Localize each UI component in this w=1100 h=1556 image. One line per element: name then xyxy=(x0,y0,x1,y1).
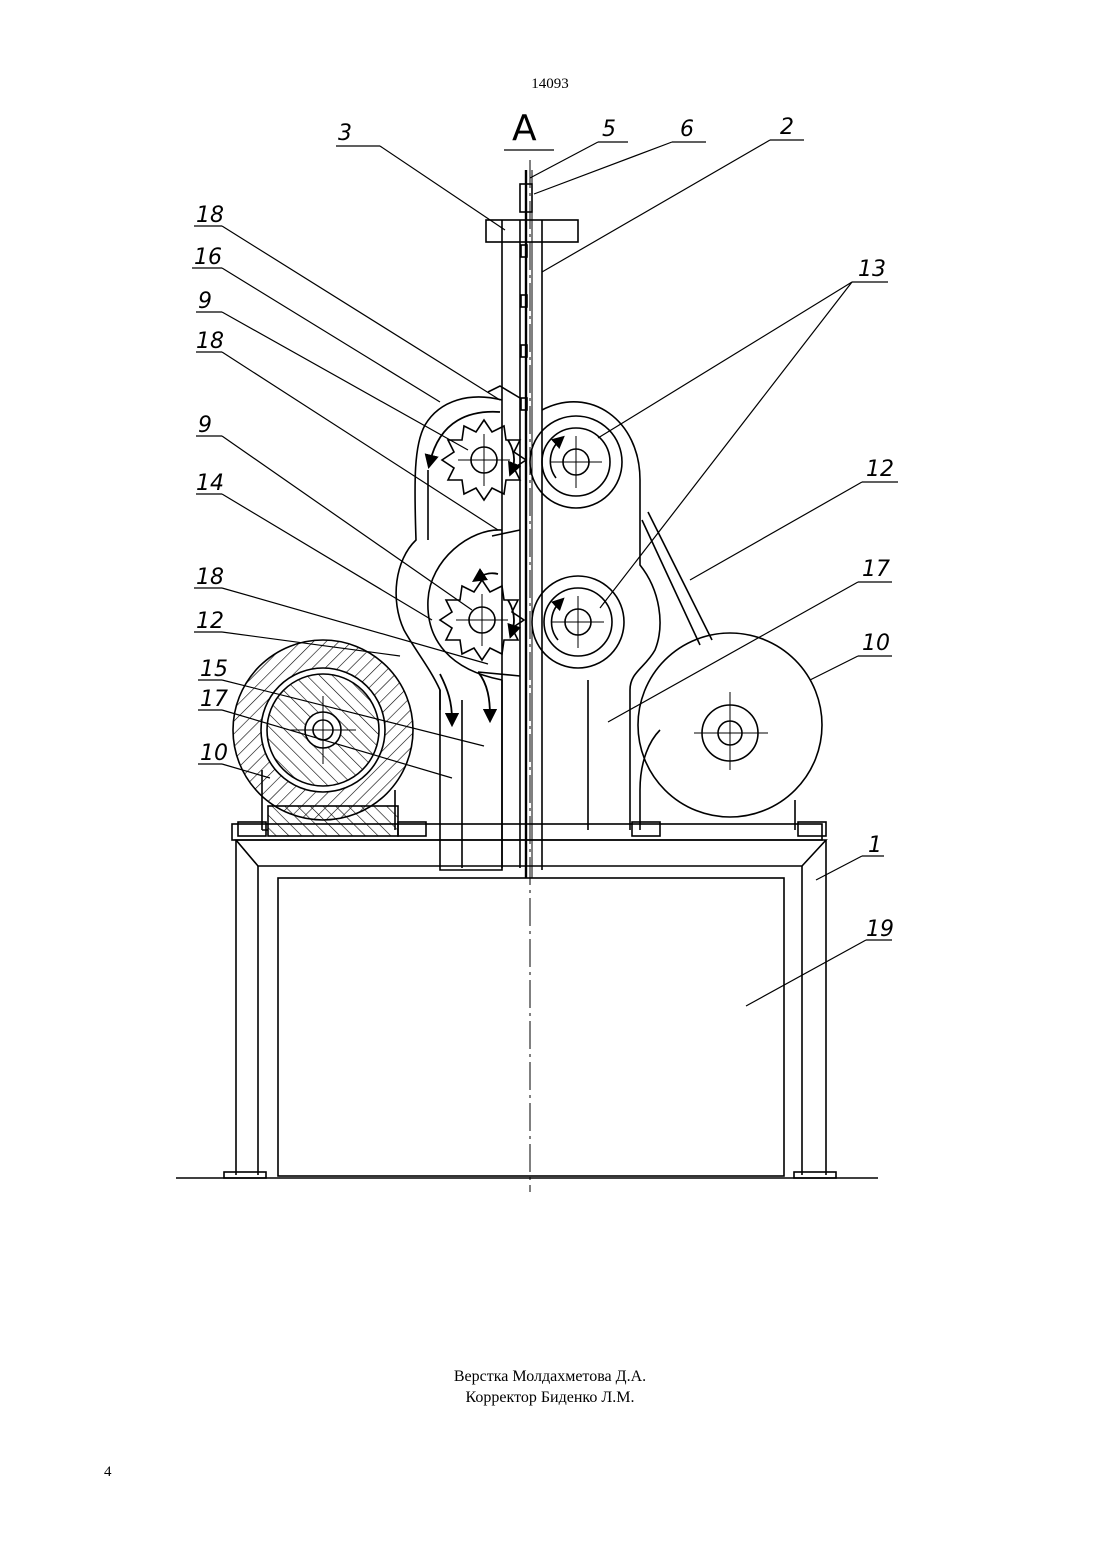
label-14: 14 xyxy=(196,471,224,496)
label-9: 9 xyxy=(198,289,212,314)
label-18: 18 xyxy=(196,329,224,354)
feed-roller-upper xyxy=(530,416,622,508)
label-18: 18 xyxy=(196,203,224,228)
pulley-right xyxy=(638,633,822,817)
label-10: 10 xyxy=(862,631,890,656)
outlet-channel xyxy=(440,680,502,870)
label-12: 12 xyxy=(196,609,224,634)
belt-right xyxy=(648,512,712,640)
credits: Верстка Молдахметова Д.А. Корректор Биде… xyxy=(0,1366,1100,1408)
toothed-cutter-lower xyxy=(440,580,524,660)
label-10: 10 xyxy=(200,741,228,766)
label-9: 9 xyxy=(198,413,212,438)
label-3: 3 xyxy=(338,121,352,146)
label-12: 12 xyxy=(866,457,894,482)
feed-roller-lower xyxy=(532,576,624,668)
label-17: 17 xyxy=(862,557,890,582)
label-2: 2 xyxy=(780,115,794,140)
label-17: 17 xyxy=(200,687,228,712)
label-5: 5 xyxy=(602,117,616,142)
view-label: А xyxy=(512,108,537,149)
credit-corrector: Корректор Биденко Л.М. xyxy=(0,1387,1100,1408)
label-1: 1 xyxy=(868,833,882,858)
label-16: 16 xyxy=(194,245,222,270)
leader-lines xyxy=(192,140,898,1006)
motor-left xyxy=(233,640,413,820)
credit-layout: Верстка Молдахметова Д.А. xyxy=(0,1366,1100,1387)
footer-page-number: 4 xyxy=(104,1464,112,1481)
label-13: 13 xyxy=(858,257,886,282)
label-18: 18 xyxy=(196,565,224,590)
label-6: 6 xyxy=(680,117,694,142)
cabinet xyxy=(278,878,784,1176)
label-15: 15 xyxy=(200,657,228,682)
guide-column xyxy=(486,170,578,878)
label-19: 19 xyxy=(866,917,894,942)
technical-drawing: А 3 5 6 2 18 16 9 18 13 9 14 12 17 18 12… xyxy=(0,0,1100,1250)
